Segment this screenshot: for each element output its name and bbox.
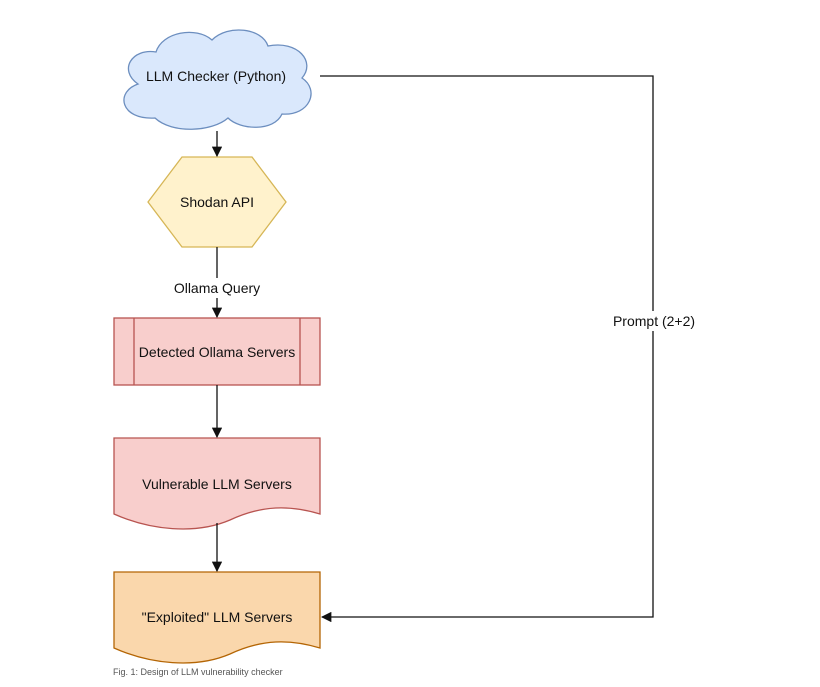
vulnerable-servers-node: Vulnerable LLM Servers — [113, 437, 321, 530]
ollama-query-label: Ollama Query — [174, 280, 260, 296]
document-shape — [113, 571, 321, 664]
shodan-api-node: Shodan API — [147, 156, 287, 248]
detected-servers-label: Detected Ollama Servers — [139, 344, 295, 360]
prompt-label-background — [610, 311, 698, 331]
figure-caption: Fig. 1: Design of LLM vulnerability chec… — [113, 667, 283, 677]
exploited-servers-node: "Exploited" LLM Servers — [113, 571, 321, 664]
vulnerable-servers-label: Vulnerable LLM Servers — [142, 476, 292, 492]
arrow-checker-to-exploited — [320, 75, 654, 623]
cloud-shape — [123, 29, 312, 130]
detected-servers-node: Detected Ollama Servers — [113, 317, 321, 386]
document-shape — [113, 437, 321, 530]
llm-checker-node: LLM Checker (Python) — [123, 29, 312, 130]
llm-checker-label: LLM Checker (Python) — [146, 68, 286, 84]
exploited-servers-label: "Exploited" LLM Servers — [142, 609, 293, 625]
hexagon-shape — [147, 156, 287, 248]
shodan-api-label: Shodan API — [180, 194, 254, 210]
query-label-background — [168, 278, 266, 298]
process-box — [113, 317, 321, 386]
prompt-label: Prompt (2+2) — [613, 313, 695, 329]
